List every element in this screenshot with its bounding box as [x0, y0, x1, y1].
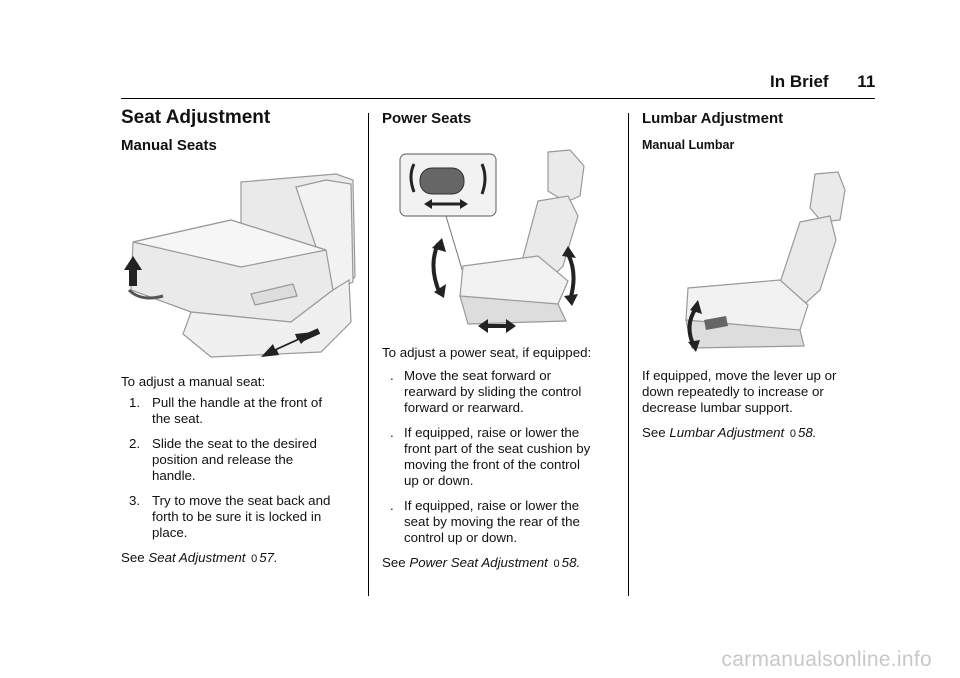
bullet-line: control up or down.: [404, 530, 518, 545]
bullet-marker: .: [390, 498, 394, 513]
bullet-line: If equipped, raise or lower the: [404, 425, 580, 440]
bullet-line: front part of the seat cushion by: [404, 441, 591, 456]
reference-arrow-icon: 0: [789, 428, 797, 440]
step-line: Try to move the seat back and: [152, 493, 331, 508]
bullet-line: up or down.: [404, 473, 474, 488]
manual-step-2: 2. Slide the seat to the desired positio…: [121, 436, 361, 484]
manual-step-1: 1. Pull the handle at the front of the s…: [121, 395, 361, 427]
reference-page[interactable]: 57.: [259, 550, 278, 565]
column-lumbar: Lumbar Adjustment Manual Lumbar: [642, 111, 876, 153]
step-line: position and release the: [152, 452, 294, 467]
lumbar-seat-illustration: [685, 171, 846, 352]
lumbar-body-line: If equipped, move the lever up or: [642, 368, 837, 383]
section-heading-seat-adjustment: Seat Adjustment: [121, 107, 271, 128]
step-line: forth to be sure it is locked in: [152, 509, 322, 524]
reference-page[interactable]: 58.: [561, 555, 581, 570]
manual-seat-illustration: [124, 173, 356, 358]
column-power-seats: Power Seats: [382, 111, 622, 127]
cross-reference-link[interactable]: Power Seat Adjustment: [409, 555, 548, 570]
page-header: In Brief 11: [770, 72, 875, 92]
see-prefix: See: [121, 550, 145, 565]
manual-seat-intro: To adjust a manual seat:: [121, 374, 266, 389]
up-arrow-icon: [124, 256, 142, 286]
curved-arrow-icon: [431, 243, 442, 295]
page-number: 11: [857, 72, 876, 91]
manual-seat-text: To adjust a manual seat: 1. Pull the han…: [121, 374, 361, 567]
bullet-line: seat by moving the rear of the: [404, 514, 580, 529]
curved-arrow-icon: [566, 253, 576, 301]
bullet-line: rearward by sliding the control: [404, 384, 582, 399]
bullet-marker: .: [390, 368, 394, 383]
power-bullet-3: . If equipped, raise or lower the seat b…: [382, 498, 624, 546]
bullet-line: Move the seat forward or: [404, 368, 552, 383]
bullet-marker: .: [390, 425, 394, 440]
see-prefix: See: [382, 555, 406, 570]
column-seat-adjustment: Seat Adjustment Manual Seats: [121, 107, 361, 154]
cross-reference-link[interactable]: Lumbar Adjustment: [669, 425, 785, 440]
power-bullet-2: . If equipped, raise or lower the front …: [382, 425, 624, 489]
curved-arrow-icon: [409, 163, 416, 193]
power-seat-intro: To adjust a power seat, if equipped:: [382, 345, 592, 360]
subheading-manual-seats: Manual Seats: [121, 137, 217, 154]
step-line: Slide the seat to the desired: [152, 436, 317, 451]
reference-page[interactable]: 58.: [798, 425, 817, 440]
power-seat-text: To adjust a power seat, if equipped: . M…: [382, 345, 624, 572]
column-divider-2: [628, 113, 629, 596]
reference-arrow-icon: 0: [553, 558, 560, 570]
bullet-line: forward or rearward.: [404, 400, 524, 415]
see-prefix: See: [642, 425, 666, 440]
power-bullet-1: . Move the seat forward or rearward by s…: [382, 368, 624, 416]
lumbar-text: If equipped, move the lever up or down r…: [642, 368, 876, 442]
step-number: 3.: [129, 493, 141, 508]
section-heading-power-seats: Power Seats: [382, 110, 472, 127]
section-heading-lumbar: Lumbar Adjustment: [642, 110, 784, 127]
header-rule: [121, 98, 875, 99]
step-line: Pull the handle at the front of: [152, 395, 323, 410]
lumbar-body-line: down repeatedly to increase or: [642, 384, 824, 399]
step-line: the seat.: [152, 411, 204, 426]
subheading-manual-lumbar: Manual Lumbar: [642, 138, 735, 152]
handle-icon: [127, 288, 164, 300]
cross-reference-link[interactable]: Seat Adjustment: [148, 550, 246, 565]
watermark-footer: carmanualsonline.info: [721, 648, 932, 671]
step-line: place.: [152, 525, 188, 540]
power-seat-illustration: [399, 149, 585, 333]
bullet-line: moving the front of the control: [404, 457, 580, 472]
manual-step-3: 3. Try to move the seat back and forth t…: [121, 493, 361, 541]
reference-arrow-icon: 0: [251, 553, 258, 565]
bullet-line: If equipped, raise or lower the: [404, 498, 580, 513]
step-number: 1.: [129, 395, 141, 410]
step-line: handle.: [152, 468, 196, 483]
curved-arrow-icon: [480, 163, 487, 195]
lumbar-body-line: decrease lumbar support.: [642, 400, 793, 415]
step-number: 2.: [129, 436, 141, 451]
section-title: In Brief: [770, 72, 829, 91]
column-divider-1: [368, 113, 369, 596]
